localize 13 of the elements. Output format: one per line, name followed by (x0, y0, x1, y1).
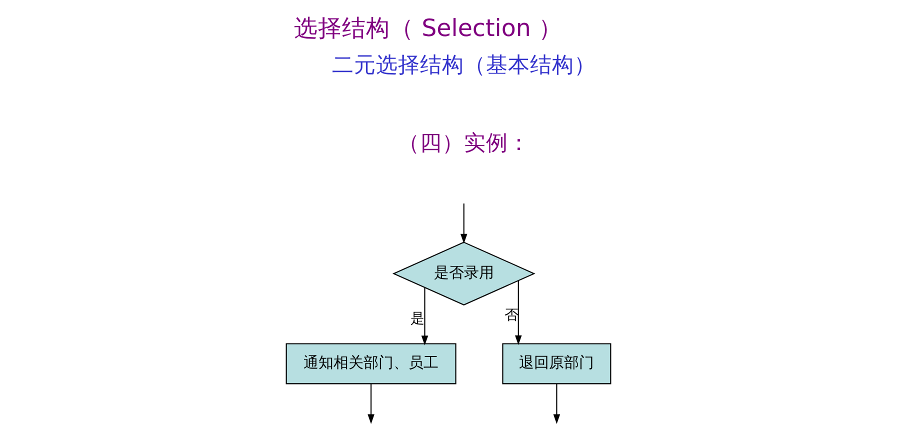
arrow (421, 288, 428, 346)
diagram-title: 选择结构（ Selection ） (294, 14, 562, 42)
node-box: 通知相关部门、员工 (286, 343, 456, 384)
arrow (514, 280, 522, 346)
node-box: 退回原部门 (502, 343, 612, 384)
label: （四）实例： (398, 130, 530, 156)
edge-label: 是 (410, 311, 425, 328)
edge-label: 否 (504, 307, 518, 324)
label: 二元选择结构（基本结构） (332, 53, 596, 78)
arrow (553, 384, 560, 424)
arrow (368, 384, 374, 424)
arrow (460, 204, 468, 244)
node-diamond: 是否录用 (392, 242, 536, 306)
